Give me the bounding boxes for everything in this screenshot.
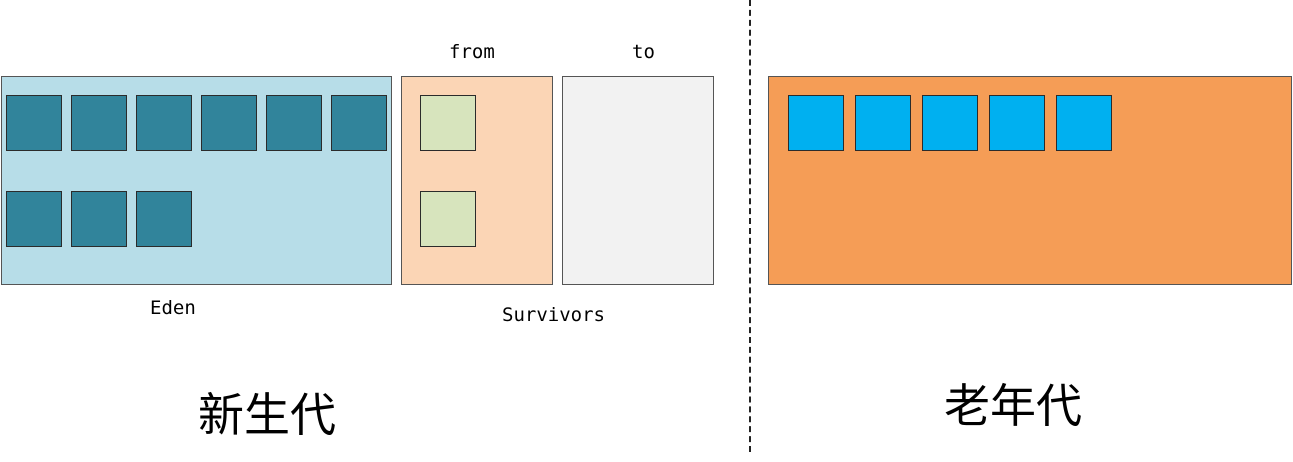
generation-divider [749, 0, 751, 452]
eden-object-block [136, 95, 192, 151]
to-label: to [632, 41, 655, 63]
from-label: from [449, 41, 495, 63]
old-object-block [788, 95, 844, 151]
eden-object-block [6, 191, 62, 247]
old-generation-space [768, 76, 1292, 285]
survivors-label: Survivors [502, 304, 605, 326]
eden-object-block [201, 95, 257, 151]
survivor-object-block [420, 95, 476, 151]
eden-object-block [71, 191, 127, 247]
survivor-from-space [401, 76, 553, 285]
young-generation-title: 新生代 [198, 388, 336, 442]
eden-object-block [71, 95, 127, 151]
old-generation-title: 老年代 [944, 379, 1082, 433]
old-object-block [989, 95, 1045, 151]
eden-object-block [266, 95, 322, 151]
eden-object-block [136, 191, 192, 247]
survivor-object-block [420, 191, 476, 247]
old-object-block [855, 95, 911, 151]
eden-object-block [6, 95, 62, 151]
old-object-block [1056, 95, 1112, 151]
eden-object-block [331, 95, 387, 151]
eden-label: Eden [150, 297, 196, 319]
eden-space [1, 76, 392, 285]
survivor-to-space [562, 76, 714, 285]
old-object-block [922, 95, 978, 151]
